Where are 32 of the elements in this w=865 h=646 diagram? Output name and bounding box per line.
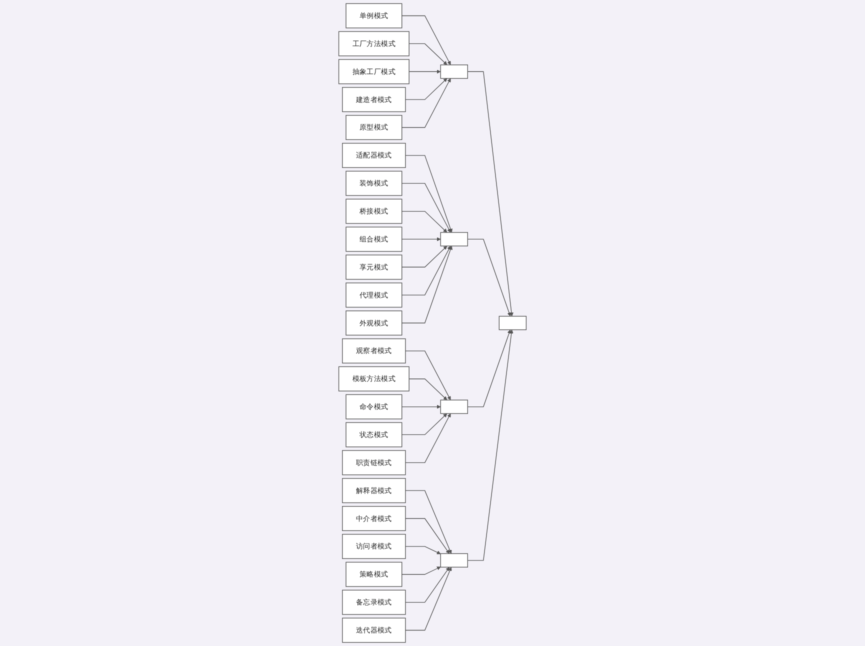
node-box: [440, 400, 468, 414]
arrow: [405, 518, 450, 554]
arrow: [402, 246, 451, 296]
arrow: [408, 43, 448, 66]
arrow: [408, 70, 441, 74]
arrow: [402, 566, 441, 575]
arrow: [402, 246, 448, 268]
arrow: [405, 566, 450, 603]
arrow: [467, 330, 512, 408]
arrow: [408, 378, 448, 400]
arrow: [402, 210, 448, 233]
arrow: [402, 237, 441, 242]
arrow: [402, 183, 451, 233]
arrow: [402, 78, 451, 128]
arrow: [402, 413, 448, 436]
arrow: [405, 490, 452, 554]
arrow: [402, 246, 452, 324]
arrow: [405, 155, 452, 233]
node-box: [440, 553, 468, 568]
arrow: [402, 404, 441, 409]
arrow: [405, 350, 451, 400]
arrow: [467, 330, 514, 561]
arrow: [405, 546, 441, 554]
node-box: [440, 64, 468, 79]
arrow: [405, 413, 451, 463]
node-box: [498, 316, 527, 330]
arrow: [467, 71, 514, 316]
arrow: [402, 15, 451, 66]
arrow: [405, 566, 452, 631]
node-box: [440, 232, 468, 246]
arrow: [467, 238, 512, 316]
arrow: [405, 78, 448, 100]
